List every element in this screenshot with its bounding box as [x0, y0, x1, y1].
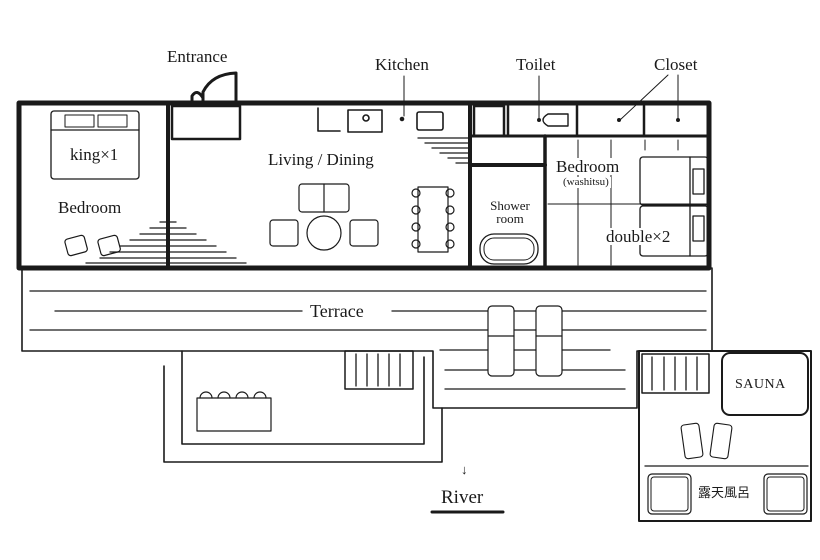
- label-living-dining: Living / Dining: [268, 150, 374, 169]
- terrace-outline: [21, 267, 713, 409]
- bath-right: [763, 473, 808, 515]
- label-terrace: Terrace: [306, 302, 368, 320]
- label-king-bed: king×1: [70, 145, 119, 164]
- bedroom-armchairs: [64, 234, 121, 257]
- sauna-deck: [638, 350, 812, 522]
- river-arrow-icon: ↓: [461, 462, 468, 477]
- building-outline: [16, 100, 712, 271]
- label-bedroom-main: Bedroom: [58, 198, 122, 217]
- entrance-door: [190, 71, 238, 105]
- label-toilet: Toilet: [516, 55, 556, 74]
- window-hatch: [85, 221, 247, 264]
- label-sauna: SAUNA: [735, 377, 786, 392]
- living-furniture: [269, 183, 455, 253]
- sun-loungers: [487, 305, 563, 377]
- toilet-fixture: [542, 113, 569, 127]
- shower-line1: Shower: [490, 198, 530, 213]
- king-bed: [50, 110, 140, 180]
- entrance-genkan: [170, 104, 242, 141]
- label-entrance: Entrance: [167, 47, 228, 66]
- label-double-beds: double×2: [604, 227, 673, 246]
- label-washitsu-note: (washitsu): [561, 176, 611, 188]
- label-shower-room: Shower room: [478, 199, 542, 225]
- sauna-chairs: [680, 422, 733, 460]
- steps: [344, 350, 414, 390]
- shower-line2: room: [496, 211, 524, 226]
- label-bedroom-washitsu: Bedroom: [554, 157, 622, 176]
- sauna-room: [721, 352, 809, 416]
- outdoor-table: [196, 397, 272, 432]
- bath-left: [647, 473, 692, 515]
- label-closet: Closet: [654, 55, 698, 74]
- bathtub: [479, 233, 539, 265]
- label-river: River: [441, 487, 484, 508]
- label-kitchen: Kitchen: [375, 55, 429, 74]
- kitchen-counter: [317, 107, 444, 133]
- label-open-air-bath: 露天風呂: [698, 486, 751, 501]
- terrace-boards: [29, 290, 707, 390]
